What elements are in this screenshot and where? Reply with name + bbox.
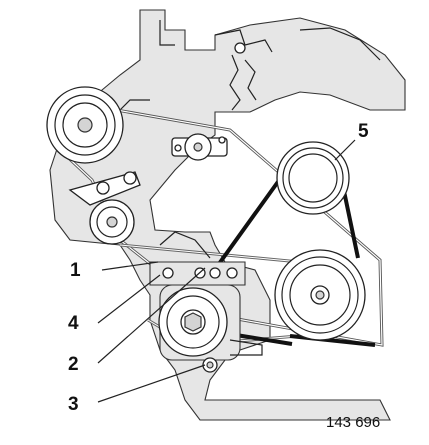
- callout-2: 2: [68, 354, 79, 375]
- pulley-lower-right: [274, 249, 366, 341]
- callout-3: 3: [68, 394, 79, 415]
- pulley-5: [276, 141, 350, 215]
- leader-4: [97, 274, 161, 324]
- leader-5: [334, 139, 356, 161]
- idler-upper: [171, 133, 228, 161]
- adjusting-bracket: [149, 231, 246, 286]
- leader-3: [97, 364, 206, 403]
- callout-5: 5: [358, 121, 369, 142]
- leader-2: [97, 267, 206, 364]
- tensioner-lower-left: [68, 171, 141, 245]
- alternator: [158, 284, 263, 373]
- figure-number: 143 696: [326, 414, 380, 431]
- leader-1: [101, 261, 159, 271]
- bracket-bolt: [234, 42, 246, 54]
- callout-1: 1: [70, 260, 81, 281]
- pulley-upper-left: [46, 86, 124, 164]
- callout-4: 4: [68, 313, 79, 334]
- leader-lines: [97, 139, 356, 403]
